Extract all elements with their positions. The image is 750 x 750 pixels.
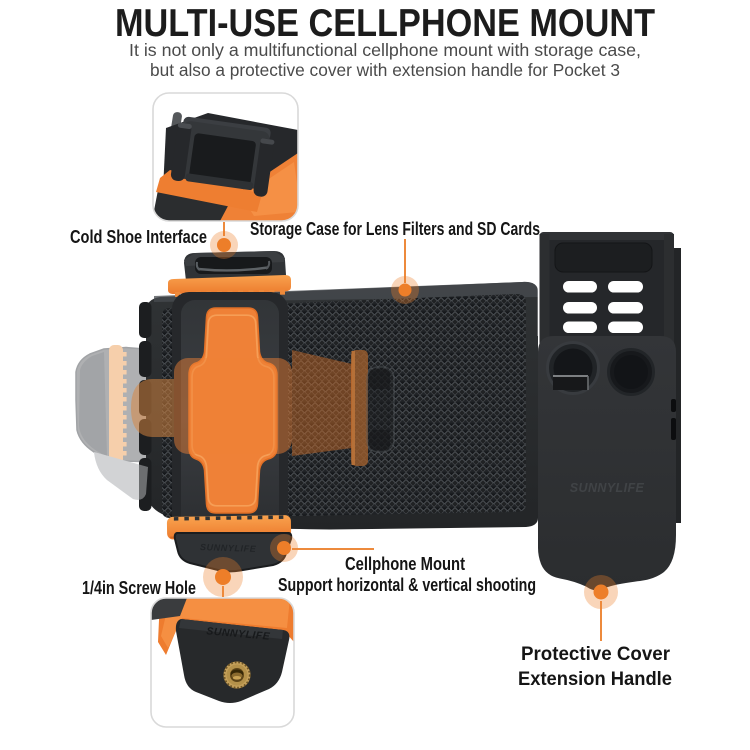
svg-text:Extension Handle: Extension Handle [518, 668, 672, 690]
svg-text:but also a protective cover wi: but also a protective cover with extensi… [150, 60, 620, 80]
svg-text:SUNNYLIFE: SUNNYLIFE [570, 481, 645, 495]
svg-text:MULTI-USE CELLPHONE MOUNT: MULTI-USE CELLPHONE MOUNT [115, 2, 655, 45]
svg-text:Support horizontal & vertical: Support horizontal & vertical shooting [278, 575, 536, 595]
svg-text:SUNNYLIFE: SUNNYLIFE [206, 625, 271, 643]
svg-text:Cold Shoe Interface: Cold Shoe Interface [70, 227, 207, 247]
svg-text:It is not only a multifunction: It is not only a multifunctional cellpho… [129, 40, 641, 60]
svg-text:1/4in Screw Hole: 1/4in Screw Hole [82, 578, 196, 598]
svg-text:Protective Cover: Protective Cover [521, 643, 670, 665]
svg-text:SUNNYLIFE: SUNNYLIFE [200, 542, 257, 554]
svg-text:Storage Case for Lens Filters: Storage Case for Lens Filters and SD Car… [250, 219, 540, 239]
svg-text:Cellphone Mount: Cellphone Mount [345, 554, 465, 574]
